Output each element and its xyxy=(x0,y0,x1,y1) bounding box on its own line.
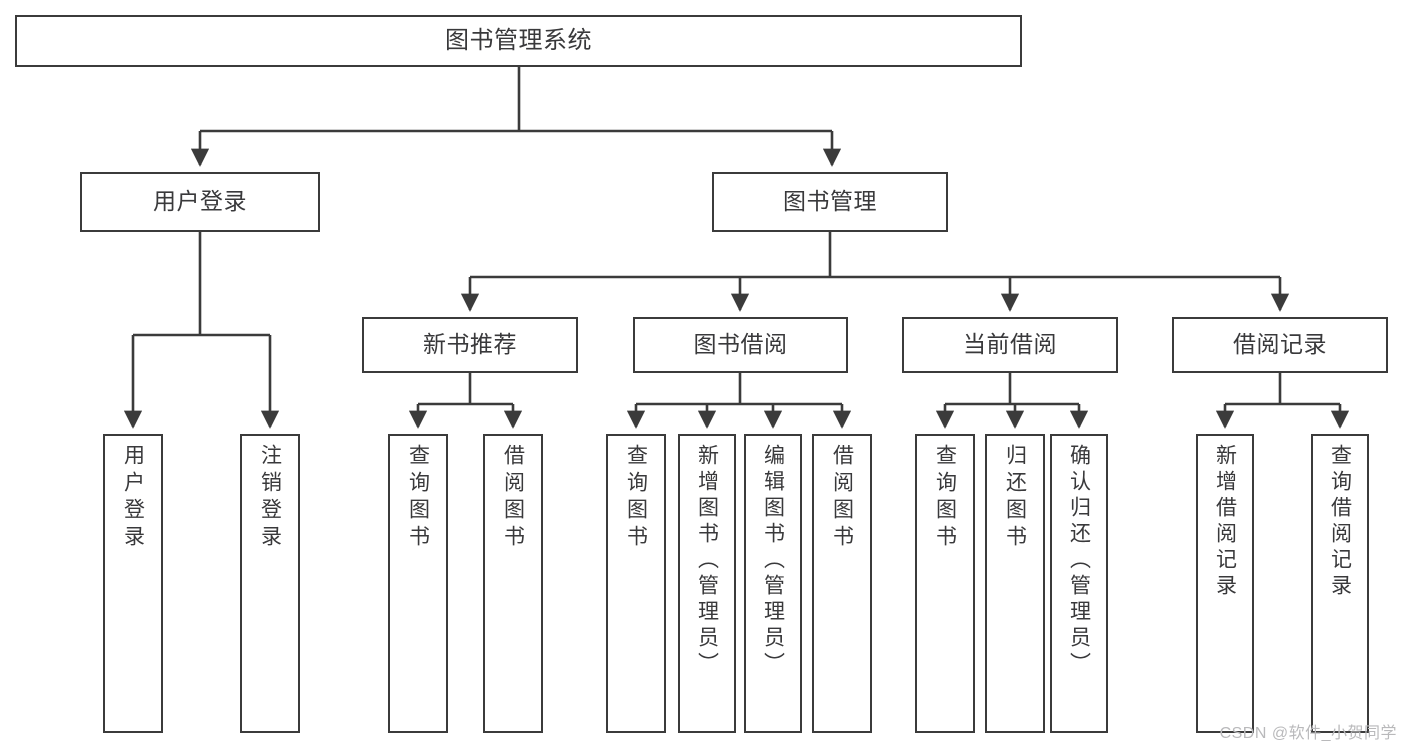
leaf-query-book-borrow-label: 查询图书 xyxy=(624,444,648,552)
leaf-confirm-return-admin[interactable]: 确认归还（管理员） xyxy=(1050,434,1108,733)
node-root[interactable]: 图书管理系统 xyxy=(15,15,1022,67)
leaf-query-book-recommend-label: 查询图书 xyxy=(406,444,430,552)
node-user-login-label: 用户登录 xyxy=(153,188,247,215)
leaf-borrow-book-recommend[interactable]: 借阅图书 xyxy=(483,434,543,733)
watermark: CSDN @软件_小贺同学 xyxy=(1219,725,1397,742)
leaf-return-book[interactable]: 归还图书 xyxy=(985,434,1045,733)
node-current-borrow[interactable]: 当前借阅 xyxy=(902,317,1118,373)
leaf-borrow-book[interactable]: 借阅图书 xyxy=(812,434,872,733)
node-book-borrow-label: 图书借阅 xyxy=(693,331,788,358)
leaf-logout-label: 注销登录 xyxy=(258,444,282,552)
leaf-query-book-borrow[interactable]: 查询图书 xyxy=(606,434,666,733)
node-root-label: 图书管理系统 xyxy=(445,26,592,54)
leaf-query-borrow-record-label: 查询借阅记录 xyxy=(1328,444,1352,600)
leaf-borrow-book-label: 借阅图书 xyxy=(830,444,854,552)
leaf-logout[interactable]: 注销登录 xyxy=(240,434,300,733)
node-book-borrow[interactable]: 图书借阅 xyxy=(633,317,848,373)
leaf-add-borrow-record-label: 新增借阅记录 xyxy=(1213,444,1237,600)
leaf-query-book-recommend[interactable]: 查询图书 xyxy=(388,434,448,733)
node-current-borrow-label: 当前借阅 xyxy=(963,331,1057,358)
leaf-add-book-admin[interactable]: 新增图书（管理员） xyxy=(678,434,736,733)
node-new-book-recommend[interactable]: 新书推荐 xyxy=(362,317,578,373)
leaf-user-login-label: 用户登录 xyxy=(121,444,145,552)
node-book-management-label: 图书管理 xyxy=(783,188,877,215)
leaf-add-book-admin-label: 新增图书（管理员） xyxy=(695,444,719,678)
leaf-query-book-current-label: 查询图书 xyxy=(933,444,957,552)
leaf-query-borrow-record[interactable]: 查询借阅记录 xyxy=(1311,434,1369,733)
node-user-login[interactable]: 用户登录 xyxy=(80,172,320,232)
leaf-user-login[interactable]: 用户登录 xyxy=(103,434,163,733)
node-book-management[interactable]: 图书管理 xyxy=(712,172,948,232)
node-borrow-record-label: 借阅记录 xyxy=(1233,331,1327,358)
leaf-edit-book-admin-label: 编辑图书（管理员） xyxy=(761,444,785,678)
leaf-edit-book-admin[interactable]: 编辑图书（管理员） xyxy=(744,434,802,733)
leaf-query-book-current[interactable]: 查询图书 xyxy=(915,434,975,733)
leaf-return-book-label: 归还图书 xyxy=(1003,444,1027,552)
node-borrow-record[interactable]: 借阅记录 xyxy=(1172,317,1388,373)
node-new-book-recommend-label: 新书推荐 xyxy=(423,331,517,358)
leaf-confirm-return-admin-label: 确认归还（管理员） xyxy=(1067,444,1091,678)
leaf-borrow-book-recommend-label: 借阅图书 xyxy=(501,444,525,552)
leaf-add-borrow-record[interactable]: 新增借阅记录 xyxy=(1196,434,1254,733)
